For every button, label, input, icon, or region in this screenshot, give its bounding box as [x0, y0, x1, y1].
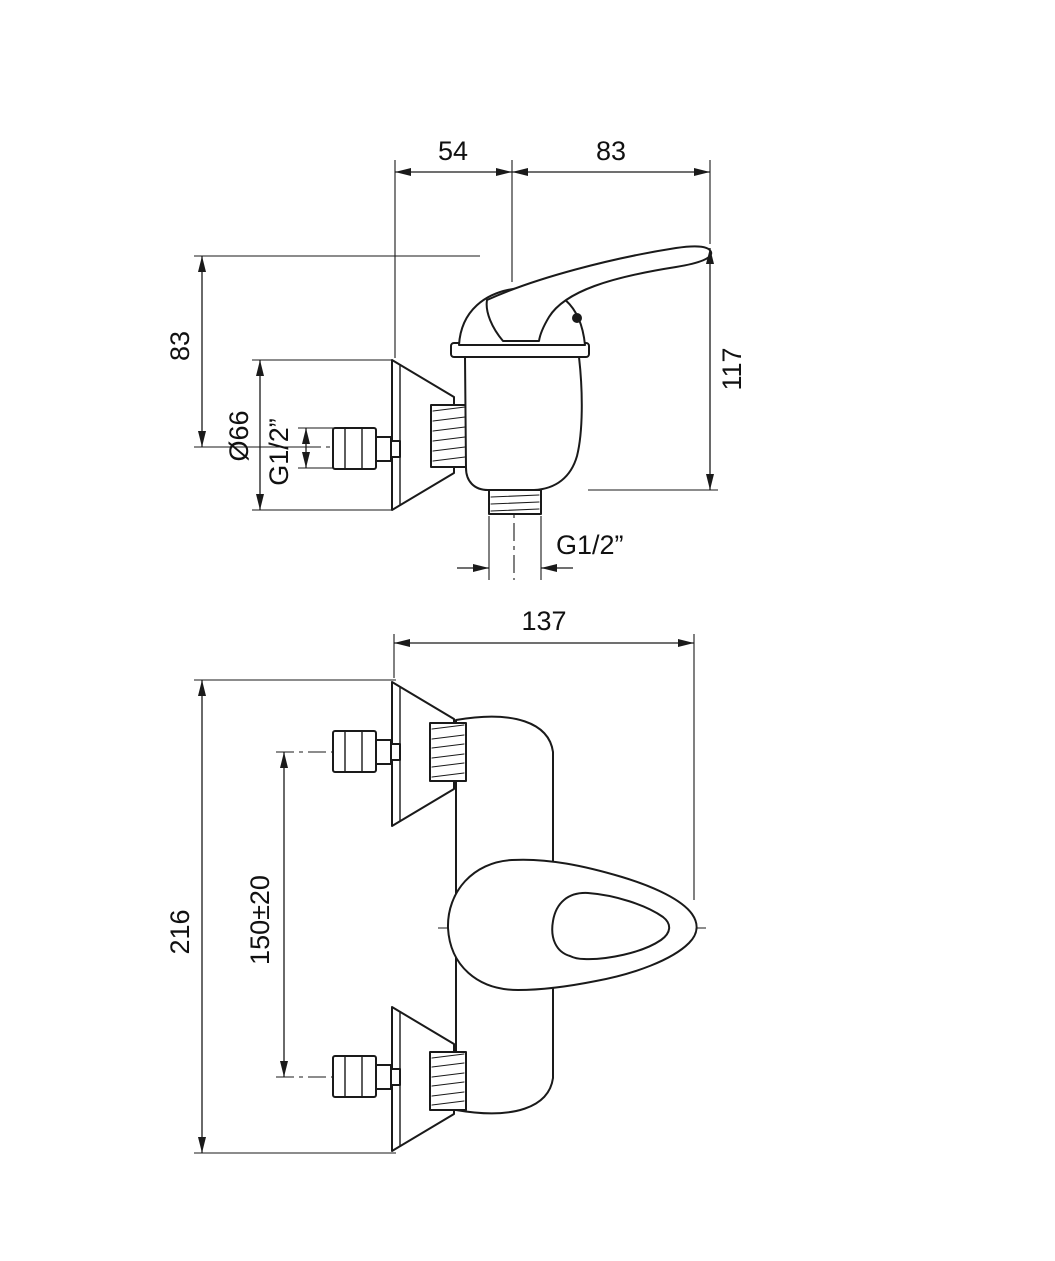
dim-label-flange-diameter: Ø66	[224, 410, 254, 461]
dim-label-outlet-thread: G1/2”	[556, 530, 624, 560]
front-view: 137 216 150±20	[165, 606, 706, 1154]
shower-outlet	[488, 489, 542, 515]
mixer-body-side	[464, 356, 583, 491]
nipple-collar	[375, 739, 392, 765]
front-view-part	[276, 681, 706, 1152]
wall-nipple	[332, 427, 401, 470]
dim-label-137: 137	[521, 606, 566, 636]
dim-label-54: 54	[438, 136, 468, 166]
dim-label-inlet-thread: G1/2”	[264, 418, 294, 486]
front-view-dimensions: 137 216 150±20	[165, 606, 695, 1154]
nipple-stub	[390, 440, 401, 458]
lower-wall-nipple	[332, 1055, 401, 1098]
nipple-stub	[390, 743, 401, 761]
lower-thread-union	[429, 1051, 467, 1111]
nipple-hex	[332, 427, 377, 470]
dim-label-117: 117	[717, 347, 747, 390]
inlet-thread-union	[430, 404, 468, 468]
side-view-part	[303, 245, 713, 580]
nipple-collar	[375, 436, 392, 462]
upper-thread-union	[429, 722, 467, 782]
side-view-dimensions: 54 83 83 117 Ø66 G1/2” G1/2”	[165, 136, 747, 580]
thread-body	[429, 722, 467, 782]
lever-indicator-dot	[572, 313, 582, 323]
nipple-hex	[332, 730, 377, 773]
lever-handle-side	[485, 245, 713, 342]
dim-label-216: 216	[165, 909, 195, 954]
upper-wall-nipple	[332, 730, 401, 773]
dim-label-83-left: 83	[165, 331, 195, 361]
lever-handle-cutout	[551, 891, 671, 961]
lower-escutcheon	[391, 1006, 455, 1152]
nipple-stub	[390, 1068, 401, 1086]
dim-label-83-top: 83	[596, 136, 626, 166]
thread-body	[429, 1051, 467, 1111]
dim-label-150: 150±20	[245, 875, 275, 965]
nipple-collar	[375, 1064, 392, 1090]
upper-escutcheon	[391, 681, 455, 827]
nipple-hex	[332, 1055, 377, 1098]
side-view: 54 83 83 117 Ø66 G1/2” G1/2”	[165, 136, 747, 580]
